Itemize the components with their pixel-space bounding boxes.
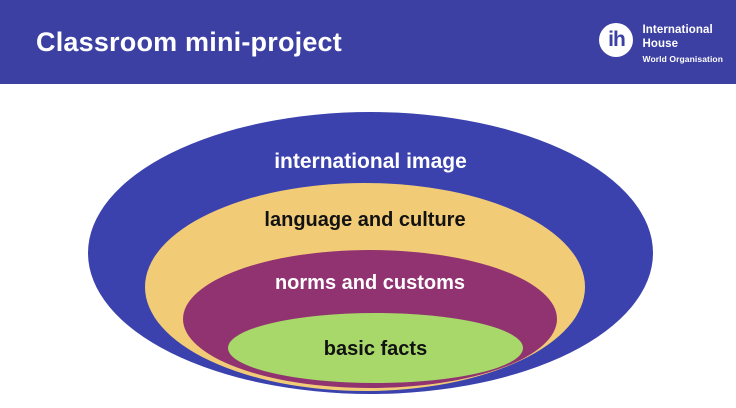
- logo-name-line2: House: [642, 37, 679, 50]
- ih-logo-text: International House World Organisation: [642, 24, 723, 64]
- layer-label-basic-facts: basic facts: [323, 338, 428, 360]
- ih-monogram: ih: [608, 27, 626, 51]
- header-bar: Classroom mini-project ih International …: [0, 0, 736, 84]
- ih-logo-icon: ih: [599, 23, 634, 57]
- ih-logo: ih International House World Organisatio…: [599, 23, 723, 64]
- layer-label-language-and-culture: language and culture: [264, 209, 466, 231]
- layer-label-international-image: international image: [274, 150, 467, 173]
- layer-ellipse-basic-facts: [228, 313, 523, 383]
- layer-label-norms-and-customs: norms and customs: [274, 272, 466, 294]
- logo-name-line1: International: [642, 24, 713, 36]
- logo-tagline: World Organisation: [642, 54, 723, 64]
- page-title: Classroom mini-project: [36, 26, 342, 57]
